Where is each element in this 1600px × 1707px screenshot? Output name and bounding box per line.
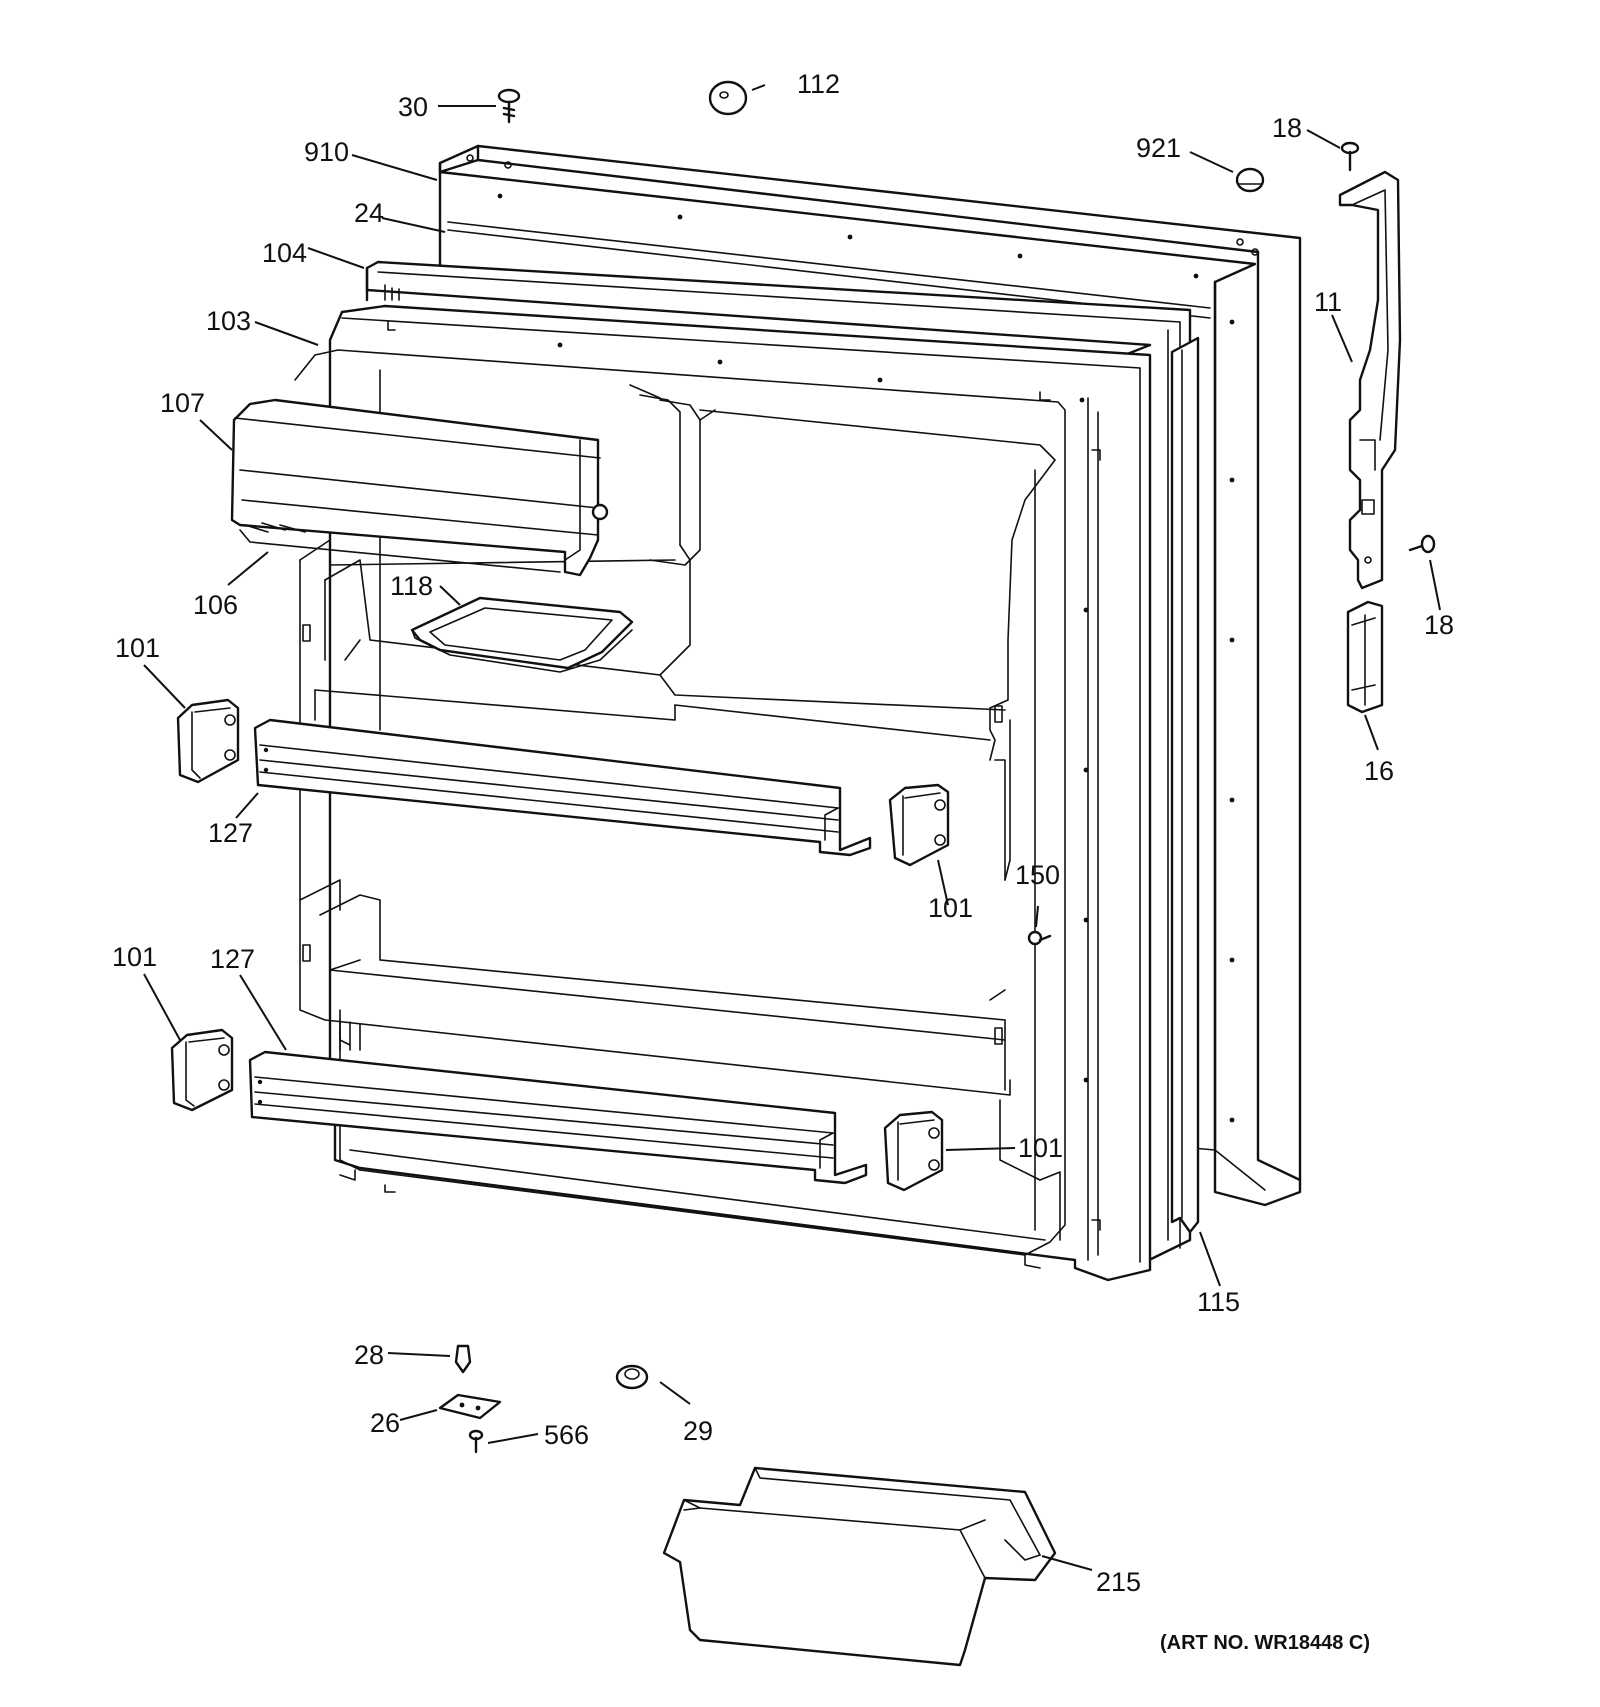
callout-103: 103	[206, 306, 251, 336]
door-bin	[662, 1466, 1057, 1667]
callout-115: 115	[1197, 1287, 1240, 1317]
shelf-bracket-upper-right	[888, 783, 950, 867]
shelf-bracket-upper-left	[176, 698, 240, 784]
callout-118: 118	[390, 571, 433, 601]
callout-106: 106	[193, 590, 238, 620]
callout-566: 566	[544, 1420, 589, 1450]
callout-26: 26	[370, 1408, 400, 1438]
callout-101-upper-right: 101	[928, 893, 973, 923]
callout-112: 112	[797, 69, 840, 99]
panel-holes	[497, 193, 1235, 1123]
callout-127-upper: 127	[208, 818, 253, 848]
callout-labels: 30 112 910 921 18 24 104 103 11 107 106 …	[112, 69, 1454, 1597]
upper-shelf-rail	[253, 718, 872, 857]
callout-29: 29	[683, 1416, 713, 1446]
callout-18-top: 18	[1272, 113, 1302, 143]
callout-150: 150	[1015, 860, 1060, 890]
lower-shelf-rail	[248, 1050, 868, 1185]
screw-18-right-icon	[1408, 534, 1436, 554]
callout-107: 107	[160, 388, 205, 418]
screw-18-top-icon	[1340, 141, 1360, 172]
plug-112-icon	[708, 80, 748, 116]
callout-18-right: 18	[1424, 610, 1454, 640]
callout-101-upper-left: 101	[115, 633, 160, 663]
shelf-bracket-lower-right	[883, 1110, 944, 1192]
screw-566-icon	[468, 1429, 484, 1454]
callout-127-lower: 127	[210, 944, 255, 974]
callout-28: 28	[354, 1340, 384, 1370]
callout-101-lower-right: 101	[1018, 1133, 1063, 1163]
door-handle	[1338, 170, 1402, 590]
callout-101-lower-left: 101	[112, 942, 157, 972]
callout-921: 921	[1136, 133, 1181, 163]
callout-104: 104	[262, 238, 307, 268]
screw-30-icon	[497, 88, 521, 124]
dairy-compartment-door	[230, 398, 609, 577]
handle-end-cap	[1346, 600, 1384, 714]
callout-24: 24	[354, 198, 384, 228]
callout-30: 30	[398, 92, 428, 122]
hinge-plate-26-icon	[438, 1393, 502, 1420]
art-number: (ART NO. WR18448 C)	[1160, 1632, 1370, 1654]
cap-921-icon	[1235, 167, 1265, 193]
outer-door-panel	[438, 144, 1302, 1207]
shelf-bracket-lower-left	[170, 1028, 234, 1112]
callout-leaders	[143, 84, 1441, 1571]
screw-150-icon	[1027, 930, 1052, 946]
plug-29-icon	[615, 1364, 649, 1390]
egg-tray	[410, 596, 634, 673]
pin-28-icon	[454, 1344, 472, 1374]
callout-215: 215	[1096, 1567, 1141, 1597]
callout-11: 11	[1314, 287, 1342, 317]
callout-16: 16	[1364, 756, 1394, 786]
callout-910: 910	[304, 137, 349, 167]
gasket-strip	[1170, 336, 1200, 1234]
